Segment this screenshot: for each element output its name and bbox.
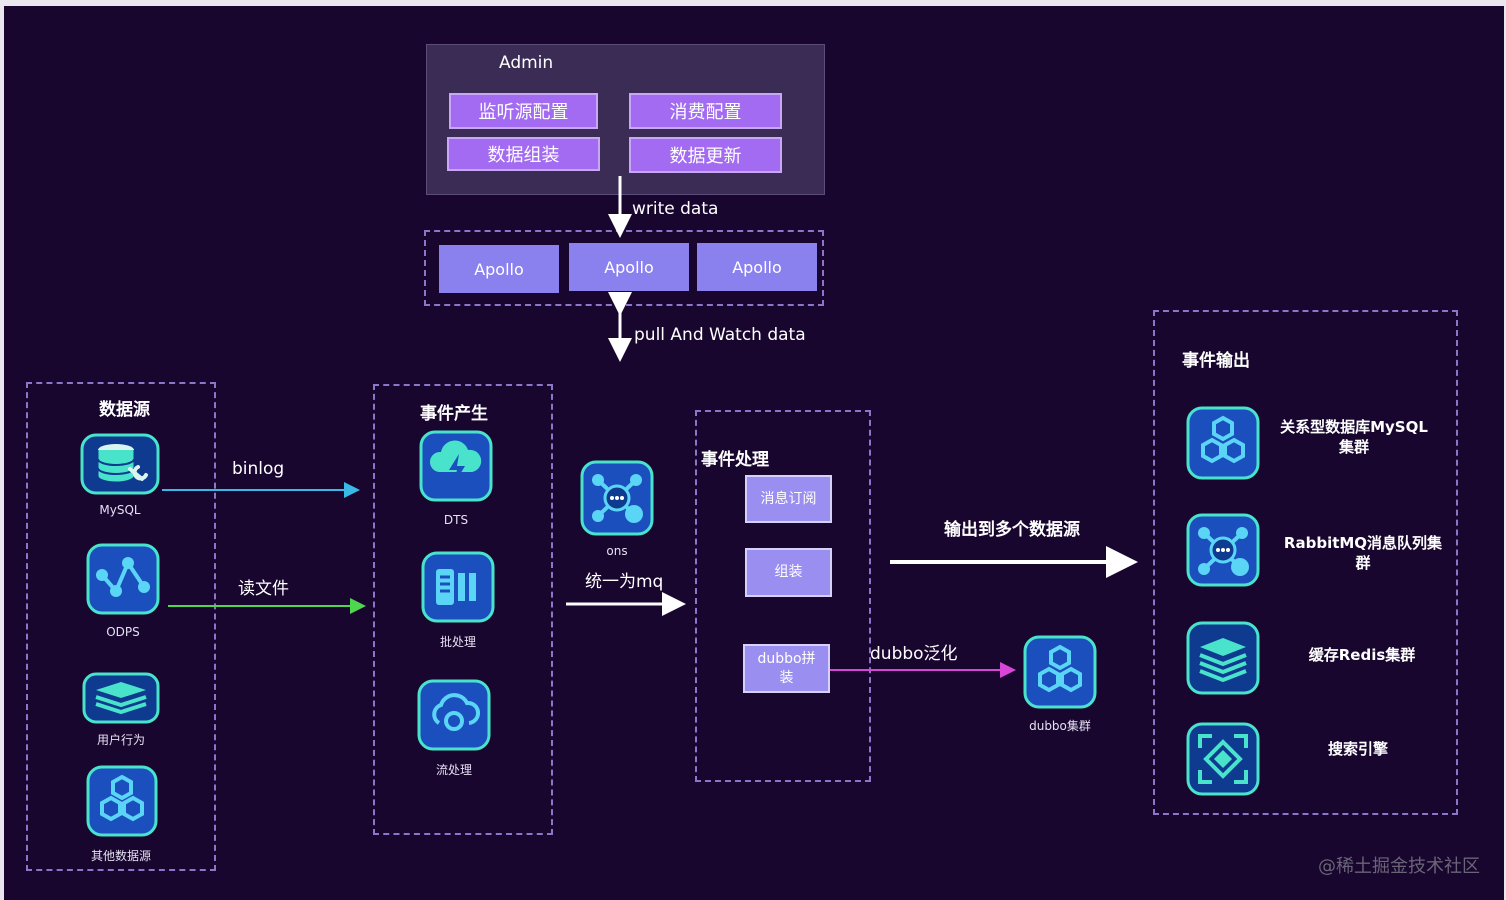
data-source-group [26,382,216,871]
event-processing-title: 事件处理 [701,450,769,470]
batch-processing-icon [421,551,495,623]
read-file-label: 读文件 [238,579,289,599]
dubbo-cluster-caption: dubbo集群 [1029,719,1091,733]
odps-caption: ODPS [106,625,140,639]
database-icon [80,433,160,495]
dubbo-cluster-icon [1023,635,1097,709]
event-generation-title: 事件产生 [420,404,488,424]
data-assemble-button[interactable]: 数据组装 [447,137,600,171]
write-data-label: write data [632,199,719,219]
dubbo-assemble-button[interactable]: dubbo拼装 [743,644,830,693]
binlog-label: binlog [232,459,285,479]
rabbitmq-cluster-label: RabbitMQ消息队列集群 [1283,534,1443,572]
unify-mq-label: 统一为mq [585,572,664,592]
admin-title: Admin [499,53,554,73]
pull-watch-label: pull And Watch data [634,325,806,345]
user-behavior-caption: 用户行为 [96,733,145,747]
data-update-button[interactable]: 数据更新 [629,137,782,173]
rabbitmq-cluster-icon [1186,513,1260,587]
event-processing-group [695,410,871,782]
mysql-cluster-icon [1186,406,1260,480]
diagram-canvas: Admin 监听源配置 消费配置 数据组装 数据更新 Apollo Apollo… [4,6,1504,900]
apollo-node-2: Apollo [569,243,689,291]
connector-arrows [162,176,1138,678]
stream-processing-icon [417,679,491,751]
event-output-group [1153,310,1458,815]
watermark: @稀土掘金技术社区 [1318,856,1480,877]
stream-processing-caption: 流处理 [435,763,472,777]
redis-cluster-icon [1186,621,1260,695]
event-generation-group [373,384,553,835]
apollo-node-1: Apollo [439,245,559,293]
dubbo-generic-label: dubbo泛化 [870,644,958,664]
ons-mq-icon [580,460,654,536]
other-source-cluster-icon [86,765,158,837]
output-multi-label: 输出到多个数据源 [944,520,1080,540]
ons-caption: ons [606,544,628,558]
dts-cloud-bolt-icon [419,430,493,502]
user-behavior-stack-icon [82,672,160,724]
apollo-node-3: Apollo [697,243,817,291]
odps-graph-icon [86,543,160,615]
mysql-caption: MySQL [99,503,141,517]
search-engine-label: 搜索引擎 [1327,740,1388,758]
listen-source-config-button[interactable]: 监听源配置 [449,93,598,129]
assemble-button[interactable]: 组装 [745,548,832,597]
event-output-title: 事件输出 [1182,351,1250,371]
data-source-title: 数据源 [99,400,150,420]
redis-cluster-label: 缓存Redis集群 [1308,646,1416,664]
search-engine-icon [1186,722,1260,796]
batch-processing-caption: 批处理 [439,635,476,649]
message-subscribe-button[interactable]: 消息订阅 [745,475,832,523]
mysql-cluster-label: 关系型数据库MySQL集群 [1280,418,1428,456]
other-source-caption: 其他数据源 [90,849,151,863]
dts-caption: DTS [443,513,469,527]
consume-config-button[interactable]: 消费配置 [629,93,782,129]
